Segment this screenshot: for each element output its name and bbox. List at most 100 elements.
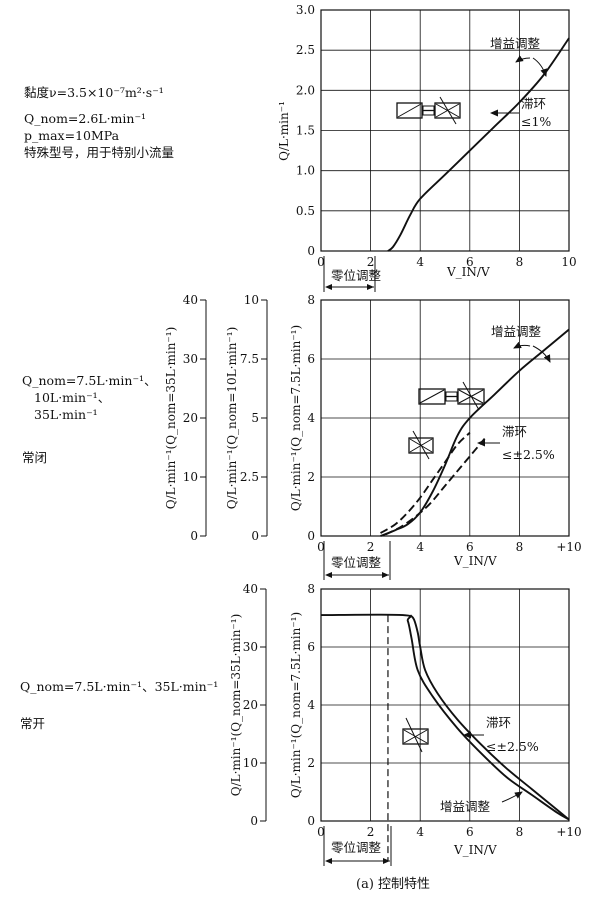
x-tick-label: 8 [516, 540, 524, 554]
y-tick-label: 2.5 [240, 470, 259, 484]
panel3-y-axis-label: Q/L·min⁻¹(Q_nom=7.5L·min⁻¹) [289, 612, 303, 798]
panel2-x-axis-label: V_IN/V [453, 554, 497, 568]
y-tick-label: 8 [307, 582, 315, 596]
valve-symbol-icon [418, 381, 485, 411]
gain-adjust-arrow [515, 55, 531, 63]
y-tick-label: 30 [183, 352, 198, 366]
y-tick-label: 4 [307, 411, 315, 425]
panel2-hysteresis-value: ≤±2.5% [502, 447, 555, 462]
y-tick-label: 2 [307, 470, 315, 484]
y-tick-label: 5 [251, 411, 259, 425]
y-tick-label: 7.5 [240, 352, 259, 366]
panel2-grid [321, 300, 569, 536]
gain-adjust-arrow [532, 57, 548, 77]
panel2-info: Q_nom=7.5L·min⁻¹、 10L·min⁻¹、 35L·min⁻¹ 常… [22, 372, 157, 466]
panel1-hysteresis-value: ≤1% [521, 114, 551, 129]
x-tick-label: 6 [466, 255, 474, 269]
zero-adjust-arrowhead [367, 284, 374, 290]
panel3-curves [320, 613, 570, 861]
panel3-outer-y-axis-label: Q/L·min⁻¹(Q_nom=35L·min⁻¹) [229, 614, 243, 796]
x-tick-label: 10 [561, 255, 576, 269]
y-tick-label: 2.0 [296, 83, 315, 97]
y-tick-label: 2.5 [296, 43, 315, 57]
y-tick-label: 10 [183, 470, 198, 484]
nominal-flow-text: Q_nom=2.6L·min⁻¹ [24, 111, 147, 126]
x-tick-label: 4 [416, 825, 424, 839]
x-tick-label: +10 [556, 825, 581, 839]
gain-adjust-arrow [513, 341, 531, 349]
max-pressure-text: p_max=10MPa [24, 128, 120, 143]
panel2-outer-y-axis-label: Q/L·min⁻¹(Q_nom=35L·min⁻¹) [164, 327, 178, 509]
series-line-1 [320, 613, 570, 821]
x-tick-label: 6 [466, 825, 474, 839]
panel1-y-axis-label: Q/L·min⁻¹ [277, 101, 291, 161]
panel1-x-axis-label: V_IN/V [446, 265, 490, 279]
model-note-text: 特殊型号，用于特别小流量 [24, 145, 175, 160]
y-tick-label: 0 [307, 244, 315, 258]
y-tick-label: 0 [251, 529, 259, 543]
panel2-y-axis-label: Q/L·min⁻¹(Q_nom=7.5L·min⁻¹) [289, 325, 303, 511]
panel2-middle-y-ticks: 02.557.510 [240, 293, 267, 543]
y-tick-label: 6 [307, 640, 315, 654]
y-tick-label: 0.5 [296, 204, 315, 218]
x-tick-label: 6 [466, 540, 474, 554]
y-tick-label: 20 [183, 411, 198, 425]
zero-adjust-arrowhead [383, 858, 390, 864]
panel2-gain-adjust-label: 增益调整 [491, 324, 542, 339]
y-tick-label: 20 [243, 698, 258, 712]
y-tick-label: 8 [307, 293, 315, 307]
y-tick-label: 0 [307, 814, 315, 828]
gain-adjust-arrow [532, 345, 551, 363]
series-line-3 [385, 438, 486, 536]
nominal-flow-text: 35L·min⁻¹ [34, 407, 98, 422]
valve-symbol-icon [408, 430, 434, 460]
panel3-x-axis-label: V_IN/V [453, 843, 497, 857]
x-tick-label: 4 [416, 540, 424, 554]
gain-adjust-arrow [501, 791, 523, 803]
nominal-flow-text: 10L·min⁻¹、 [34, 390, 111, 405]
panel1-info: 黏度ν=3.5×10⁻⁷m²·s⁻¹ Q_nom=2.6L·min⁻¹ p_ma… [24, 84, 174, 161]
y-tick-label: 0 [190, 529, 198, 543]
zero-adjust-arrowhead [325, 284, 332, 290]
y-tick-label: 3.0 [296, 3, 315, 17]
panel2-middle-y-axis-label: Q/L·min⁻¹(Q_nom=10L·min⁻¹) [225, 327, 239, 509]
panel3-hysteresis-label: 滞环 [486, 715, 511, 730]
panel3-gain-adjust-label: 增益调整 [440, 799, 491, 814]
panel1-zero-adjust-label: 零位调整 [331, 268, 382, 283]
panel1-curves [387, 37, 570, 252]
nominal-flow-text: Q_nom=7.5L·min⁻¹、 [22, 373, 157, 388]
series-line-2 [409, 614, 570, 821]
x-tick-label: 0 [317, 825, 325, 839]
normally-closed-text: 常闭 [22, 450, 48, 465]
panel3-zero-adjust-label: 零位调整 [331, 840, 382, 855]
x-tick-label: 2 [367, 825, 375, 839]
series-line-2 [380, 432, 471, 534]
panel1-y-ticks: 00.51.01.52.02.53.0 [296, 3, 315, 258]
y-tick-label: 30 [243, 640, 258, 654]
figure-caption: (a) 控制特性 [356, 877, 430, 892]
y-tick-label: 6 [307, 352, 315, 366]
panel3-info: Q_nom=7.5L·min⁻¹、35L·min⁻¹ 常开 [20, 678, 218, 732]
panel2-zero-adjust-label: 零位调整 [331, 555, 382, 570]
nominal-flow-text: Q_nom=7.5L·min⁻¹、35L·min⁻¹ [20, 679, 219, 694]
panel1-hysteresis-label: 滞环 [521, 96, 546, 111]
valve-symbol-icon [396, 96, 461, 125]
panel3-grid [321, 589, 569, 821]
y-tick-label: 40 [243, 582, 258, 596]
x-tick-label: 0 [317, 540, 325, 554]
panel2-hysteresis-label: 滞环 [502, 424, 527, 439]
panel1-gain-adjust-label: 增益调整 [490, 36, 541, 51]
x-tick-label: 8 [516, 255, 524, 269]
x-tick-label: 2 [367, 255, 375, 269]
series-line-1 [380, 328, 570, 537]
normally-open-text: 常开 [20, 716, 46, 731]
x-tick-label: 4 [416, 255, 424, 269]
